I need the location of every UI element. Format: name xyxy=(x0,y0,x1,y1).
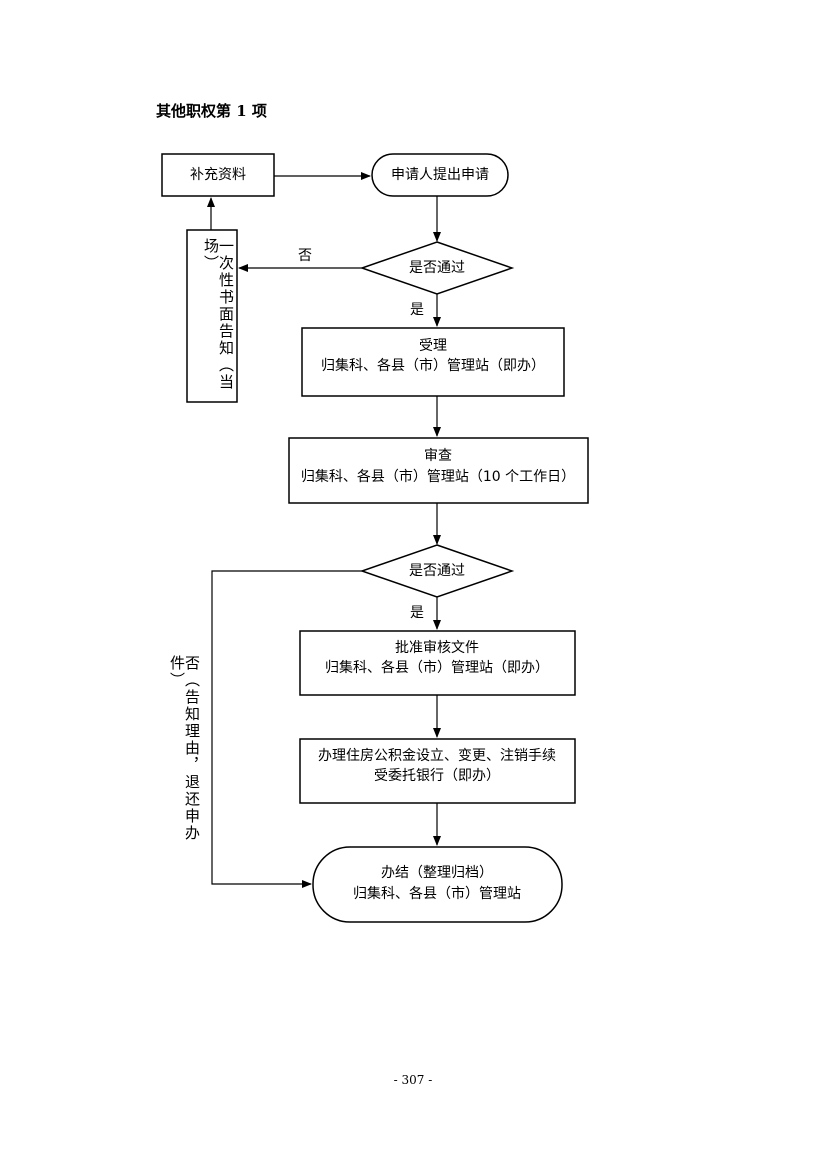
apply-terminal xyxy=(371,153,509,197)
arrow-decision2-no xyxy=(211,570,362,888)
edge-label-yes2: 是 xyxy=(410,605,424,621)
edge-label-no2: 否（告知理由，退还申办件） xyxy=(168,655,201,842)
apply-label: 申请人提出申请 xyxy=(391,167,489,183)
page-title: 其他职权第 1 项 xyxy=(156,102,267,120)
supplement-label: 补充资料 xyxy=(190,167,246,183)
review-box xyxy=(288,437,589,504)
review-line2: 归集科、各县（市）管理站（10 个工作日） xyxy=(301,468,575,485)
handle-line1: 办理住房公积金设立、变更、注销手续 xyxy=(318,747,556,764)
accept-box xyxy=(301,327,565,397)
accept-line2: 归集科、各县（市）管理站（即办） xyxy=(321,357,545,374)
approve-box xyxy=(299,630,576,696)
handle-line2: 受委托银行（即办） xyxy=(374,768,500,784)
edge-label-yes1: 是 xyxy=(410,302,424,318)
supplement-box xyxy=(161,153,275,197)
notice-box xyxy=(186,229,238,403)
decision1-label: 是否通过 xyxy=(409,260,465,276)
finish-line1: 办结（整理归档） xyxy=(381,864,493,881)
review-line1: 审查 xyxy=(424,448,452,464)
page-number: - 307 - xyxy=(393,1073,433,1087)
approve-line1: 批准审核文件 xyxy=(395,640,479,656)
accept-line1: 受理 xyxy=(419,338,447,354)
edge-label-no1: 否 xyxy=(298,248,312,264)
decision2-label: 是否通过 xyxy=(409,563,465,579)
notice-label: 一次性书面告知（当场） xyxy=(202,238,235,391)
finish-terminal xyxy=(312,846,563,923)
finish-line2: 归集科、各县（市）管理站 xyxy=(353,885,521,902)
approve-line2: 归集科、各县（市）管理站（即办） xyxy=(325,659,549,676)
handle-box xyxy=(299,738,576,804)
